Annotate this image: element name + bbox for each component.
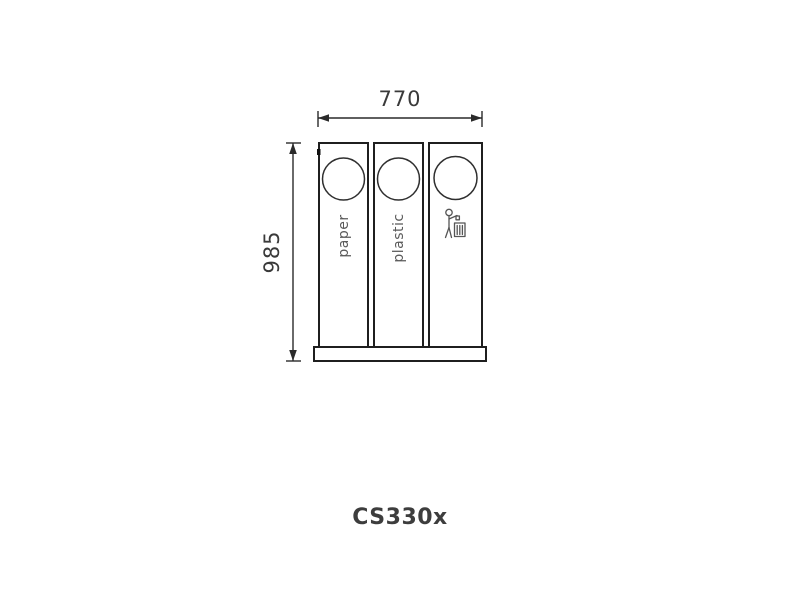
height-arrow-bottom-icon [289, 350, 297, 361]
height-arrow-top-icon [289, 143, 297, 154]
litter-disposal-icon [444, 208, 466, 239]
bin-hole-icon [321, 157, 366, 201]
bin-panel-general [428, 142, 483, 348]
bin-label-paper: paper [336, 214, 352, 257]
bin-panel-body [428, 142, 483, 348]
bin-hole-icon [376, 157, 421, 201]
bin-panel-paper: paper [317, 142, 369, 348]
width-dimension-label: 770 [378, 87, 421, 111]
width-arrow-right-icon [471, 114, 482, 122]
cabinet-base [313, 346, 487, 362]
width-arrow-left-icon [318, 114, 329, 122]
bin-cabinet: paper plastic [313, 142, 487, 362]
product-code-label: CS330x [352, 505, 448, 530]
height-dimension-label: 985 [260, 230, 284, 273]
bin-panel-plastic: plastic [373, 142, 424, 348]
bin-label-plastic: plastic [391, 213, 407, 262]
bin-hole-icon [433, 155, 478, 201]
width-dimension: 770 [317, 87, 483, 127]
bin-panel-body [318, 142, 369, 348]
height-dimension: 985 [260, 142, 301, 362]
bin-panel-body [373, 142, 424, 348]
hinge-detail [317, 149, 321, 155]
